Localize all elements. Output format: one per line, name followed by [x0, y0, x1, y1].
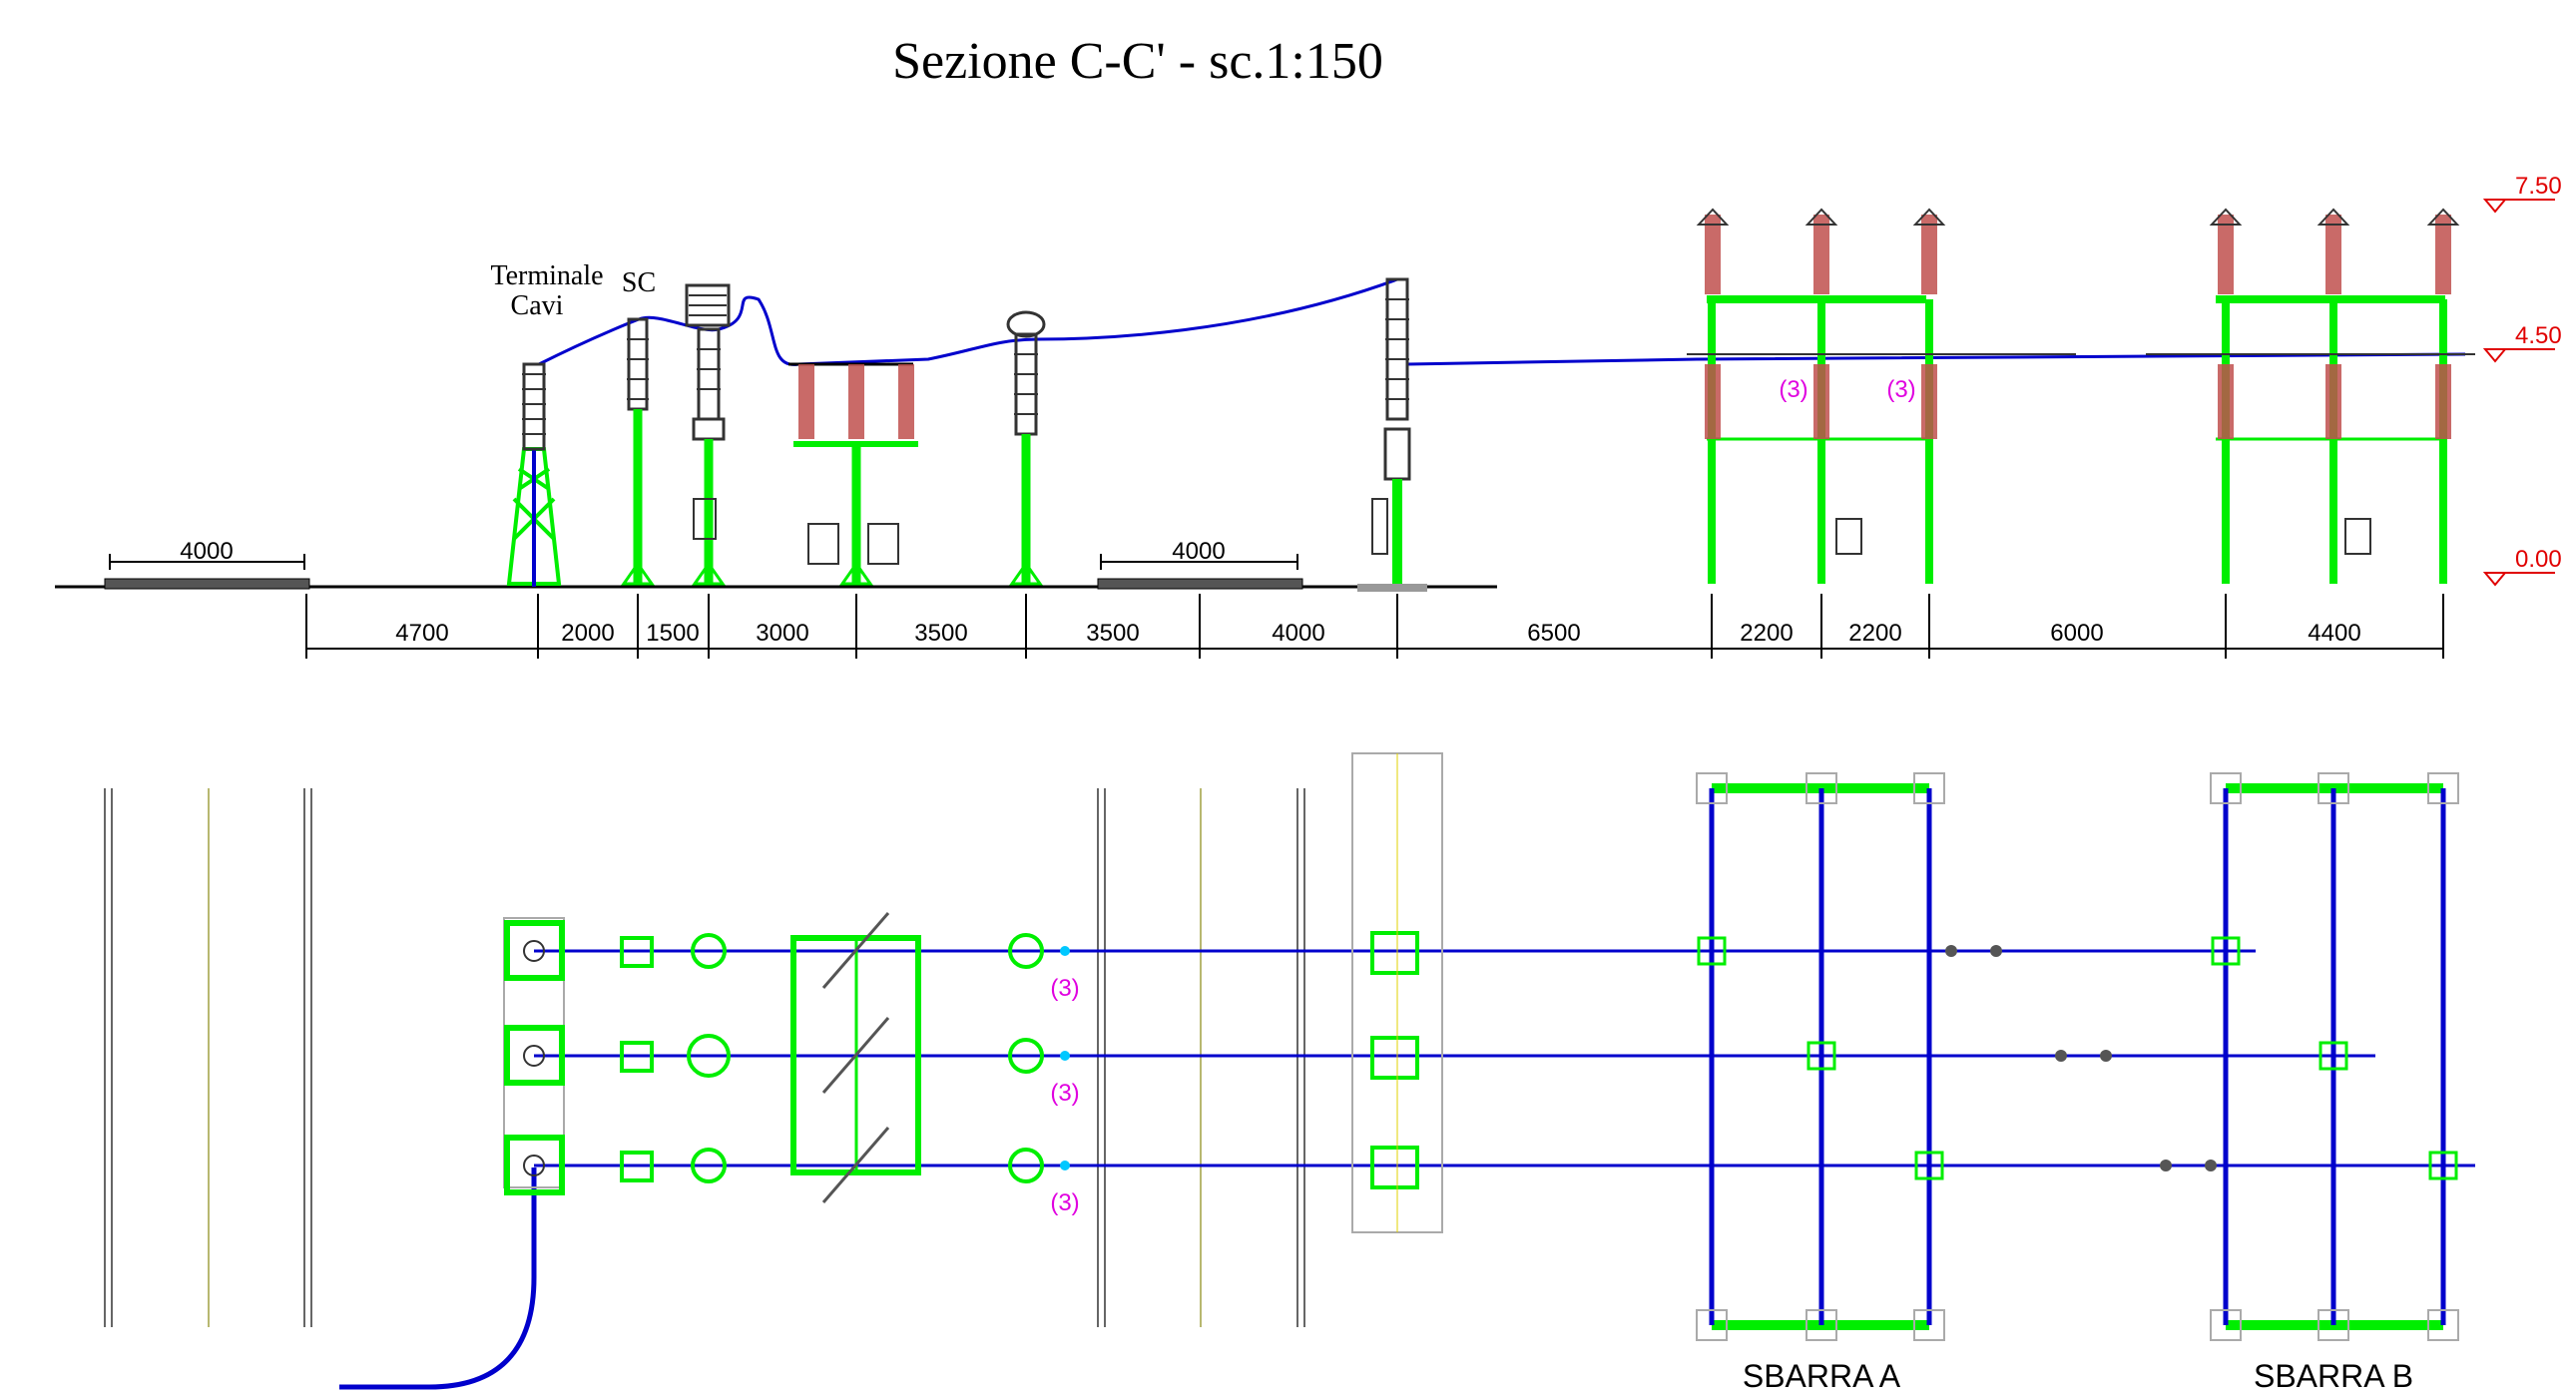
road-left: 4000	[104, 538, 310, 590]
section-conductor	[538, 277, 1398, 366]
dim-2: 2000	[561, 620, 614, 647]
sbarra-b-label: SBARRA B	[2254, 1358, 2413, 1394]
plan-ref-3: (3)	[1050, 1189, 1079, 1216]
level-7-50: 7.50	[2515, 173, 2562, 200]
terminale-label-1: Terminale	[490, 260, 603, 291]
terminale-label-2: Cavi	[511, 290, 564, 321]
dim-7: 4000	[1272, 620, 1324, 647]
breaker-bushing	[1357, 277, 1427, 592]
cable-route	[339, 1167, 537, 1390]
level-4-50: 4.50	[2515, 322, 2562, 349]
busbar-a-structure: (3) (3)	[1687, 208, 2076, 584]
road-right: 4000	[1097, 538, 1303, 590]
plan-ref-2: (3)	[1050, 1080, 1079, 1107]
dim-10: 2200	[1848, 620, 1901, 647]
dim-11: 6000	[2050, 620, 2103, 647]
current-transformer	[1006, 310, 1046, 586]
voltage-transformer	[685, 283, 731, 586]
cable-terminal: Terminale Cavi	[490, 260, 604, 587]
busbar-b-structure	[2146, 208, 2475, 584]
section-ref-1: (3)	[1779, 376, 1807, 403]
drawing-title: Sezione C-C' - sc.1:150	[892, 33, 1383, 90]
road-left-width: 4000	[180, 538, 233, 565]
section-ref-2: (3)	[1886, 376, 1915, 403]
dim-5: 3500	[914, 620, 967, 647]
dim-1: 4700	[395, 620, 448, 647]
dim-6: 3500	[1086, 620, 1139, 647]
sc-label: SC	[622, 267, 656, 298]
surge-arrester: SC	[621, 267, 656, 586]
dimension-chain: 4700 2000 1500 3000 3500 3500 4000 6500 …	[305, 594, 2444, 659]
plan-ref-1: (3)	[1050, 975, 1079, 1002]
sbarra-a-label: SBARRA A	[1743, 1358, 1901, 1394]
dim-4: 3000	[756, 620, 808, 647]
road-right-width: 4000	[1172, 538, 1225, 565]
line-disconnector	[788, 362, 918, 586]
level-0-00: 0.00	[2515, 546, 2562, 573]
plan-view: (3) (3) (3) SBARRA A	[104, 752, 2475, 1394]
dim-3: 1500	[646, 620, 699, 647]
level-markers: 7.50 4.50 0.00	[2482, 173, 2562, 587]
section-view: 4000 4000 Terminale Cav	[55, 173, 2562, 659]
busbar-b-plan: SBARRA B	[2210, 772, 2459, 1394]
dim-8: 6500	[1527, 620, 1580, 647]
dim-12: 4400	[2308, 620, 2360, 647]
dim-9: 2200	[1740, 620, 1793, 647]
busbar-a-plan: SBARRA A	[1696, 772, 1945, 1394]
